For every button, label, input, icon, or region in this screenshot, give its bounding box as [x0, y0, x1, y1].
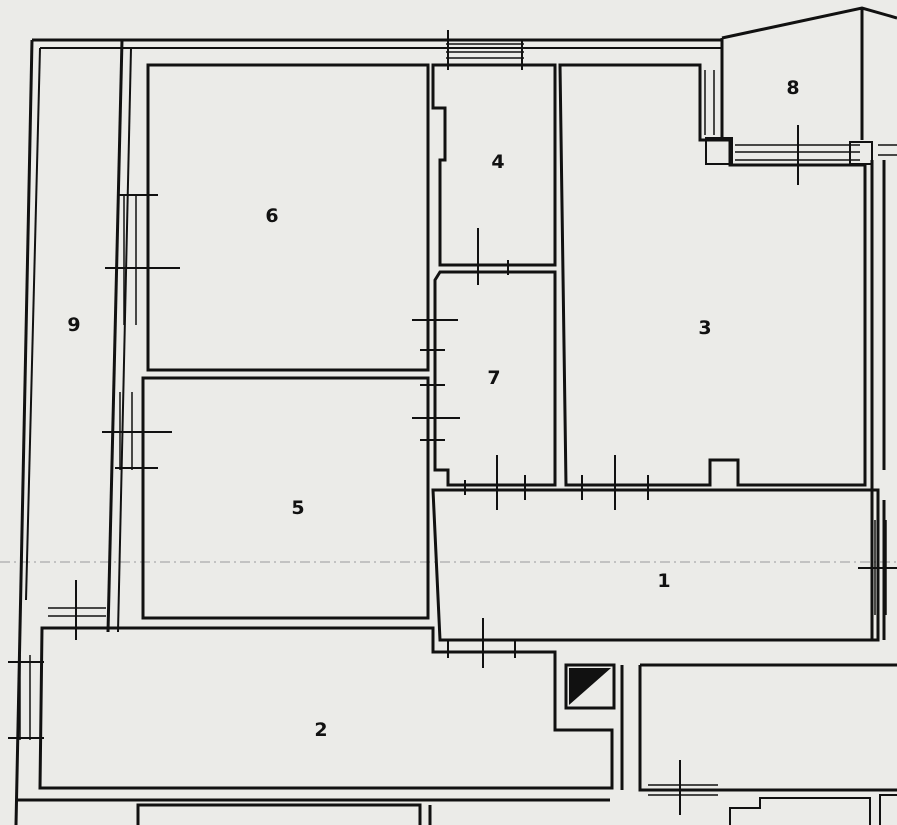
room-3-outline — [558, 63, 867, 487]
shaft-outline — [564, 663, 616, 710]
room-label-1: 1 — [657, 570, 670, 592]
room-label-6: 6 — [265, 205, 278, 227]
room-walls — [16, 6, 897, 825]
room-6-outline — [146, 63, 430, 372]
room-label-7: 7 — [487, 367, 500, 389]
room-labels: 1 2 3 4 5 6 7 8 9 — [67, 77, 799, 741]
room-8-outline — [720, 6, 897, 140]
room-label-8: 8 — [786, 77, 799, 99]
room-label-3: 3 — [698, 317, 711, 339]
bottom-right-walls — [729, 794, 897, 825]
room-7-outline — [433, 270, 557, 487]
shaft-fill — [569, 668, 611, 705]
room-5-outline — [141, 376, 430, 620]
room-label-2: 2 — [314, 719, 327, 741]
right-wall — [870, 160, 886, 640]
outer-walls — [14, 38, 722, 825]
room-label-9: 9 — [67, 314, 80, 336]
room-1-outline — [431, 488, 880, 642]
windows-and-openings — [8, 30, 897, 815]
bottom-walls — [16, 798, 610, 825]
room-label-4: 4 — [491, 151, 504, 173]
room-label-5: 5 — [291, 497, 304, 519]
lower-right-block — [620, 663, 897, 792]
room-2-outline — [38, 626, 614, 790]
room-4-outline — [431, 63, 557, 267]
